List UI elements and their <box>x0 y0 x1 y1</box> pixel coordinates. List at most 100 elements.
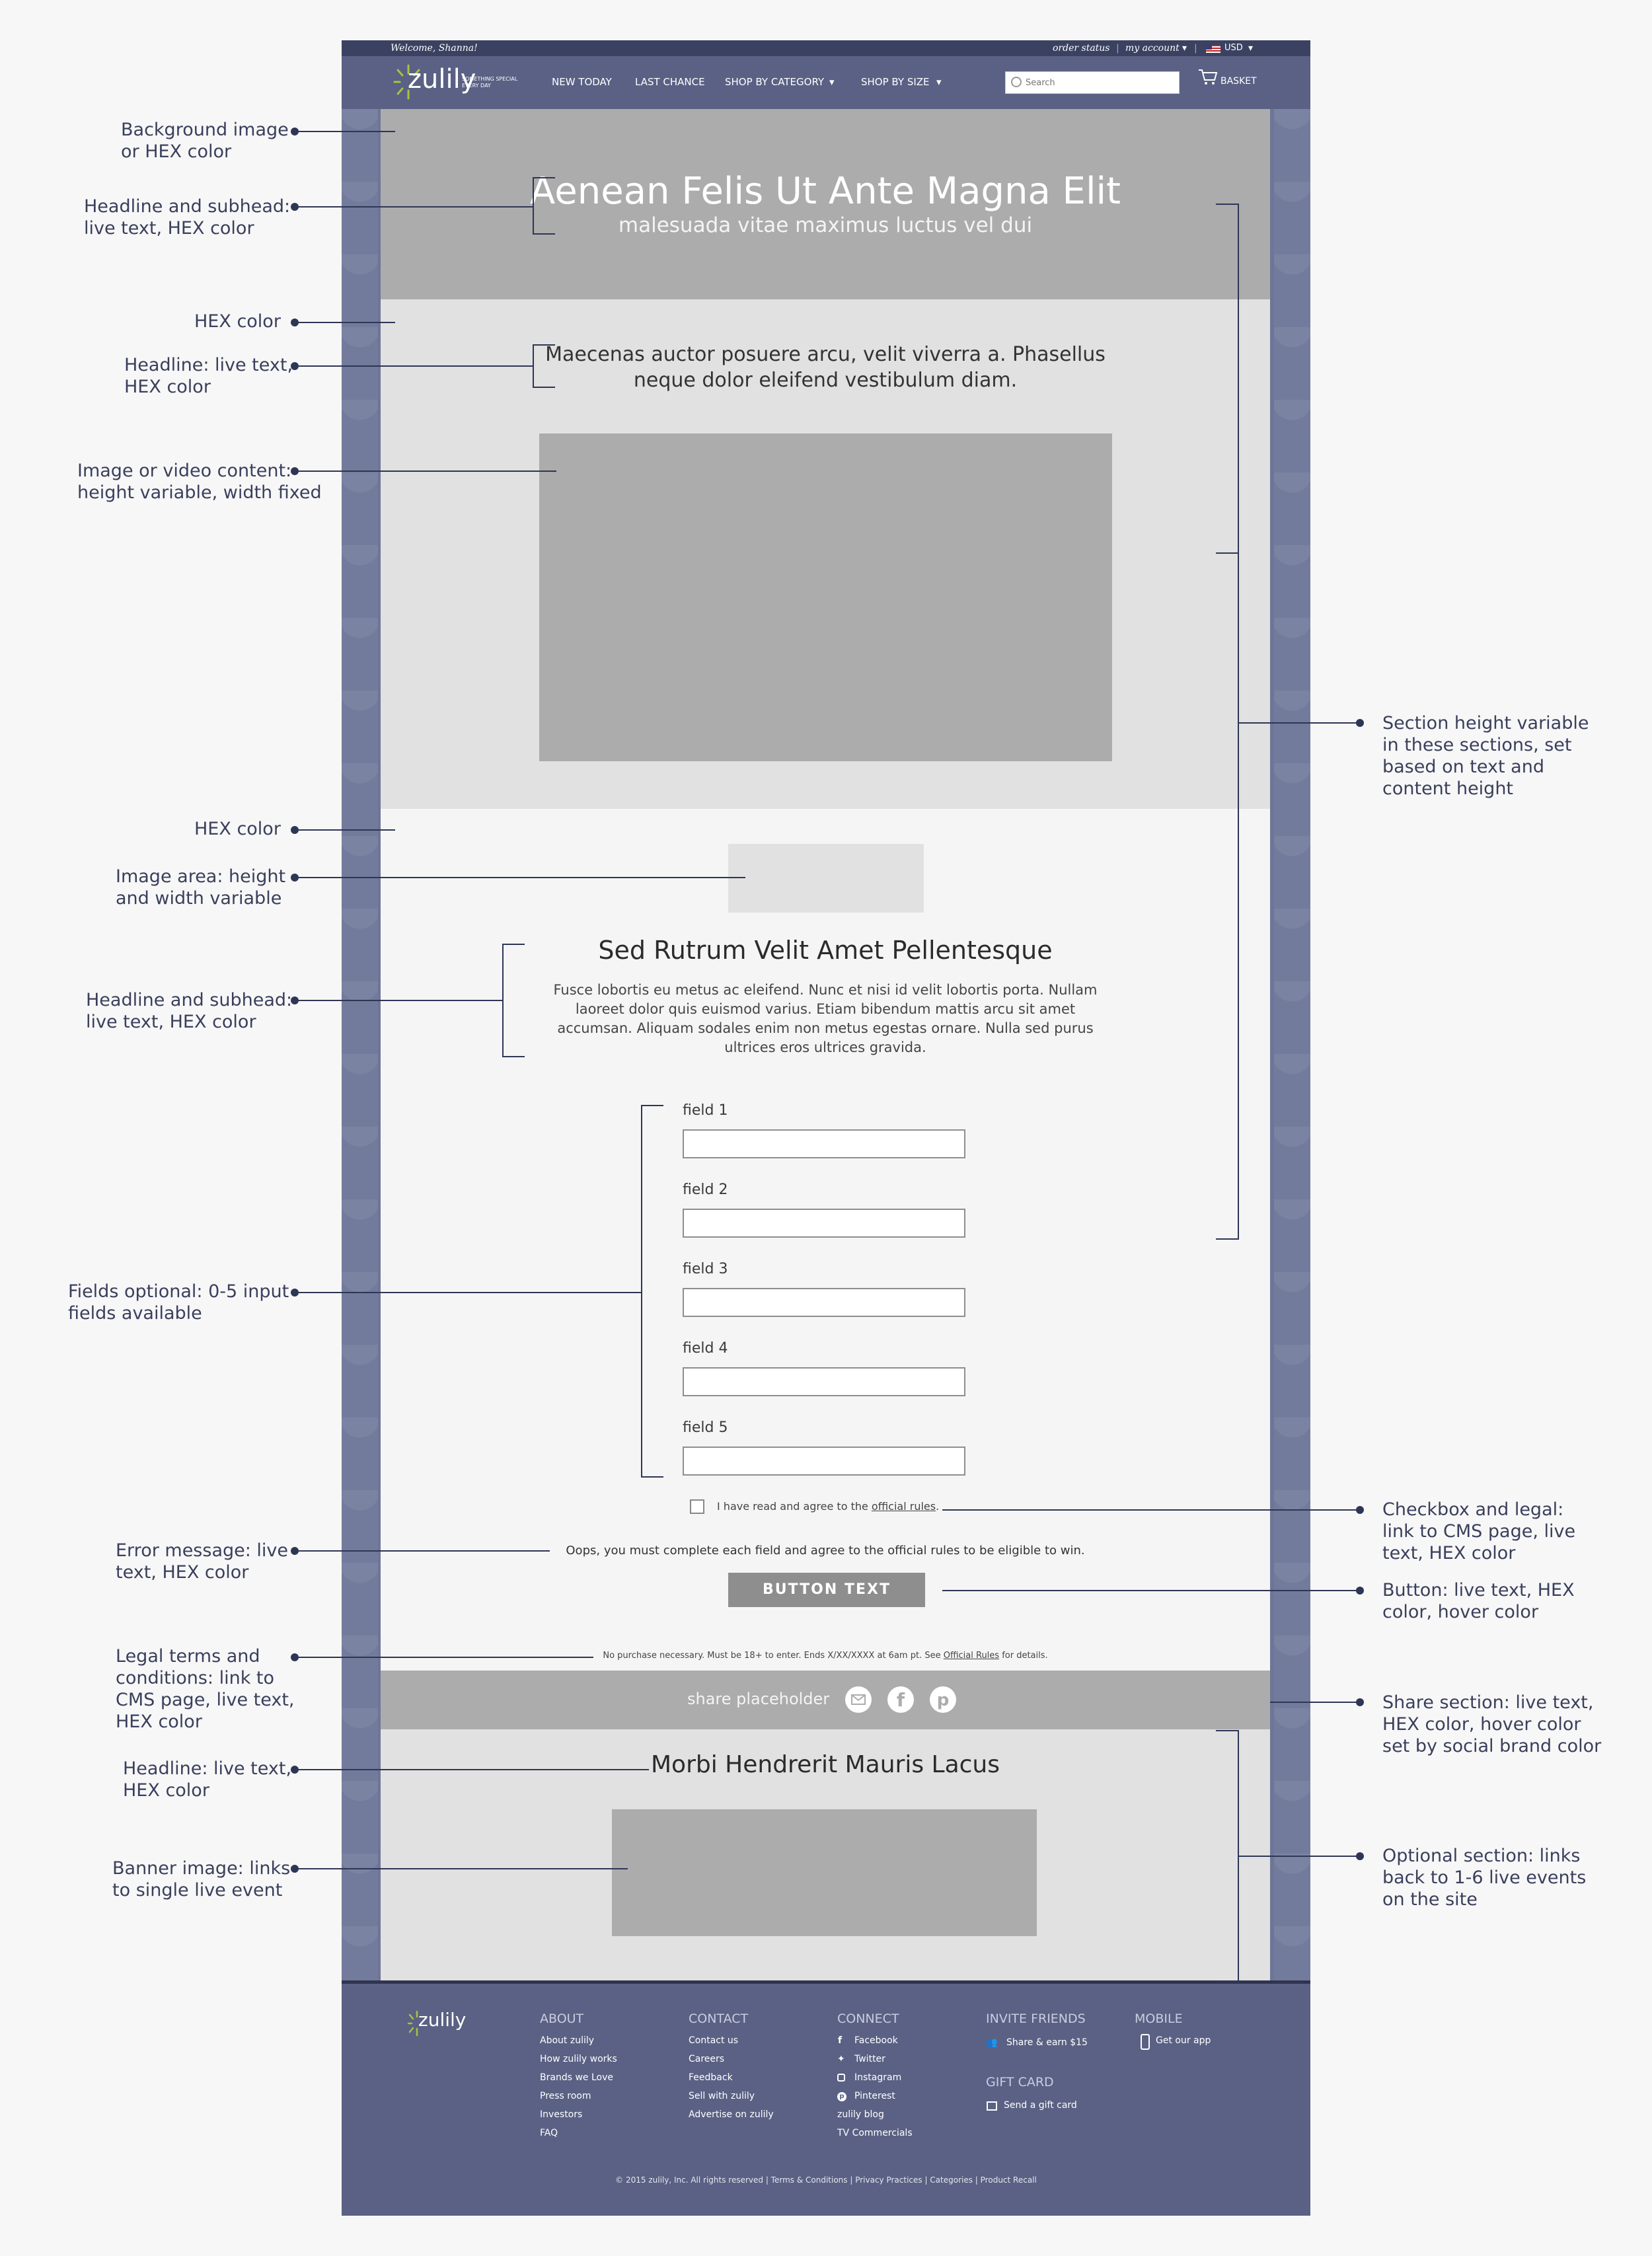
hero-section: Aenean Felis Ut Ante Magna Elit malesuad… <box>381 109 1270 299</box>
field-4-input[interactable] <box>683 1367 965 1396</box>
footer-link[interactable]: Careers <box>689 2054 725 2064</box>
image-placeholder <box>728 844 924 913</box>
search-box[interactable] <box>1005 71 1180 94</box>
twitter-icon: ✦ <box>837 2054 845 2064</box>
footer-link[interactable]: Pinterest <box>854 2091 895 2101</box>
facebook-share-icon[interactable]: f <box>887 1686 914 1713</box>
annotation-share: Share section: live text,HEX color, hove… <box>1382 1692 1602 1756</box>
hero-headline: Aenean Felis Ut Ante Magna Elit <box>529 170 1121 213</box>
pinterest-share-icon[interactable]: p <box>930 1686 956 1713</box>
zulily-logo-icon[interactable] <box>408 2009 426 2038</box>
basket-link[interactable]: BASKET <box>1220 76 1257 87</box>
footer-link[interactable]: Advertise on zulily <box>689 2109 774 2120</box>
annotation-form-headline: Headline and subhead:live text, HEX colo… <box>86 990 293 1032</box>
footer: zulily ABOUT About zulily How zulily wor… <box>342 1980 1310 2216</box>
footer-gift-title: GIFT CARD <box>986 2075 1054 2089</box>
gift-icon <box>987 2101 997 2111</box>
footer-invite-title: INVITE FRIENDS <box>986 2012 1086 2026</box>
search-input[interactable] <box>1024 72 1159 93</box>
phone-icon <box>1141 2034 1150 2050</box>
form-body: Fusce lobortis eu metus ac eleifend. Nun… <box>553 982 1098 1055</box>
footer-link[interactable]: Press room <box>540 2091 591 2101</box>
field-5-input[interactable] <box>683 1447 965 1476</box>
field-label: field 3 <box>683 1261 728 1277</box>
nav-shop-by-size[interactable]: SHOP BY SIZE <box>861 76 930 88</box>
chevron-down-icon: ▾ <box>1248 43 1254 54</box>
footer-link[interactable]: Facebook <box>854 2035 898 2046</box>
official-rules-link[interactable]: official rules <box>871 1500 936 1513</box>
nav-last-chance[interactable]: LAST CHANCE <box>635 76 705 88</box>
submit-button[interactable]: BUTTON TEXT <box>728 1573 925 1607</box>
order-status-link[interactable]: order status <box>1053 43 1110 54</box>
nav-shop-by-category[interactable]: SHOP BY CATEGORY <box>725 76 825 88</box>
search-icon <box>1011 77 1022 87</box>
footer-link[interactable]: Sell with zulily <box>689 2091 755 2101</box>
footer-link[interactable]: Twitter <box>854 2054 885 2064</box>
facebook-icon: f <box>838 2035 843 2046</box>
media-placeholder <box>539 433 1112 761</box>
annotation-media: Image or video content:height variable, … <box>77 461 322 503</box>
logo-text[interactable]: zulily <box>408 64 476 94</box>
checkbox-label: I have read and agree to the official ru… <box>717 1500 940 1513</box>
error-message: Oops, you must complete each field and a… <box>566 1544 1085 1558</box>
annotation-hero-headline: Headline and subhead:live text, HEX colo… <box>84 196 291 239</box>
basket-icon[interactable] <box>1198 67 1218 86</box>
content-section: Maecenas auctor posuere arcu, velit vive… <box>381 299 1270 809</box>
footer-link[interactable]: Instagram <box>854 2072 902 2083</box>
footer-link[interactable]: zulily blog <box>837 2109 884 2120</box>
footer-link[interactable]: Contact us <box>689 2035 739 2046</box>
field-label: field 5 <box>683 1419 728 1436</box>
banner-image[interactable] <box>612 1809 1037 1936</box>
footer-connect-title: CONNECT <box>837 2012 899 2026</box>
form-headline: Sed Rutrum Velit Amet Pellentesque <box>598 936 1053 965</box>
field-3-input[interactable] <box>683 1288 965 1317</box>
footer-link[interactable]: Investors <box>540 2109 583 2120</box>
footer-link[interactable]: About zulily <box>540 2035 595 2046</box>
legal-text: No purchase necessary. Must be 18+ to en… <box>603 1651 1048 1661</box>
zulily-logo-icon[interactable] <box>393 61 424 102</box>
annotation-hex-color: HEX color <box>194 311 281 332</box>
footer-link[interactable]: Feedback <box>689 2072 733 2083</box>
agree-checkbox[interactable] <box>690 1499 704 1514</box>
section-headline: Maecenas auctor posuere arcu, velit vive… <box>545 343 1106 392</box>
footer-logo[interactable]: zulily <box>418 2009 467 2031</box>
my-account-link[interactable]: my account <box>1125 43 1180 54</box>
footer-link[interactable]: TV Commercials <box>837 2128 913 2138</box>
footer-about-title: ABOUT <box>540 2012 584 2026</box>
events-headline: Morbi Hendrerit Mauris Lacus <box>650 1751 1000 1778</box>
annotation-events-headline: Headline: live text,HEX color <box>123 1758 292 1801</box>
nav-new-today[interactable]: NEW TODAY <box>552 76 612 88</box>
hero-subhead: malesuada vitae maximus luctus vel dui <box>618 213 1033 237</box>
background-pattern-right <box>1274 109 1310 2049</box>
currency-selector[interactable]: USD <box>1224 43 1243 53</box>
footer-link[interactable]: Brands we Love <box>540 2072 613 2083</box>
field-label: field 1 <box>683 1102 728 1119</box>
share-label: share placeholder <box>687 1690 830 1708</box>
pinterest-icon: p <box>837 2092 846 2101</box>
us-flag-icon <box>1206 45 1220 53</box>
official-rules-link[interactable]: Official Rules <box>943 1651 1000 1661</box>
field-1-input[interactable] <box>683 1129 965 1158</box>
field-label: field 4 <box>683 1340 728 1357</box>
footer-link[interactable]: Get our app <box>1156 2035 1211 2046</box>
field-2-input[interactable] <box>683 1209 965 1238</box>
footer-link[interactable]: How zulily works <box>540 2054 617 2064</box>
footer-mobile-title: MOBILE <box>1135 2012 1183 2026</box>
footer-link[interactable]: Send a gift card <box>1004 2100 1077 2111</box>
annotation-hex-color: HEX color <box>194 819 281 839</box>
people-icon: 👥 <box>986 2037 998 2048</box>
footer-link[interactable]: Share & earn $15 <box>1006 2037 1088 2048</box>
copyright: © 2015 zulily, Inc. All rights reserved … <box>615 2175 1037 2185</box>
footer-contact-title: CONTACT <box>689 2012 749 2026</box>
email-share-icon[interactable] <box>845 1686 872 1713</box>
background-pattern-left <box>342 109 378 2049</box>
chevron-down-icon: ▾ <box>936 76 942 88</box>
footer-link[interactable]: FAQ <box>540 2128 558 2138</box>
share-section: share placeholder f p <box>381 1671 1270 1729</box>
